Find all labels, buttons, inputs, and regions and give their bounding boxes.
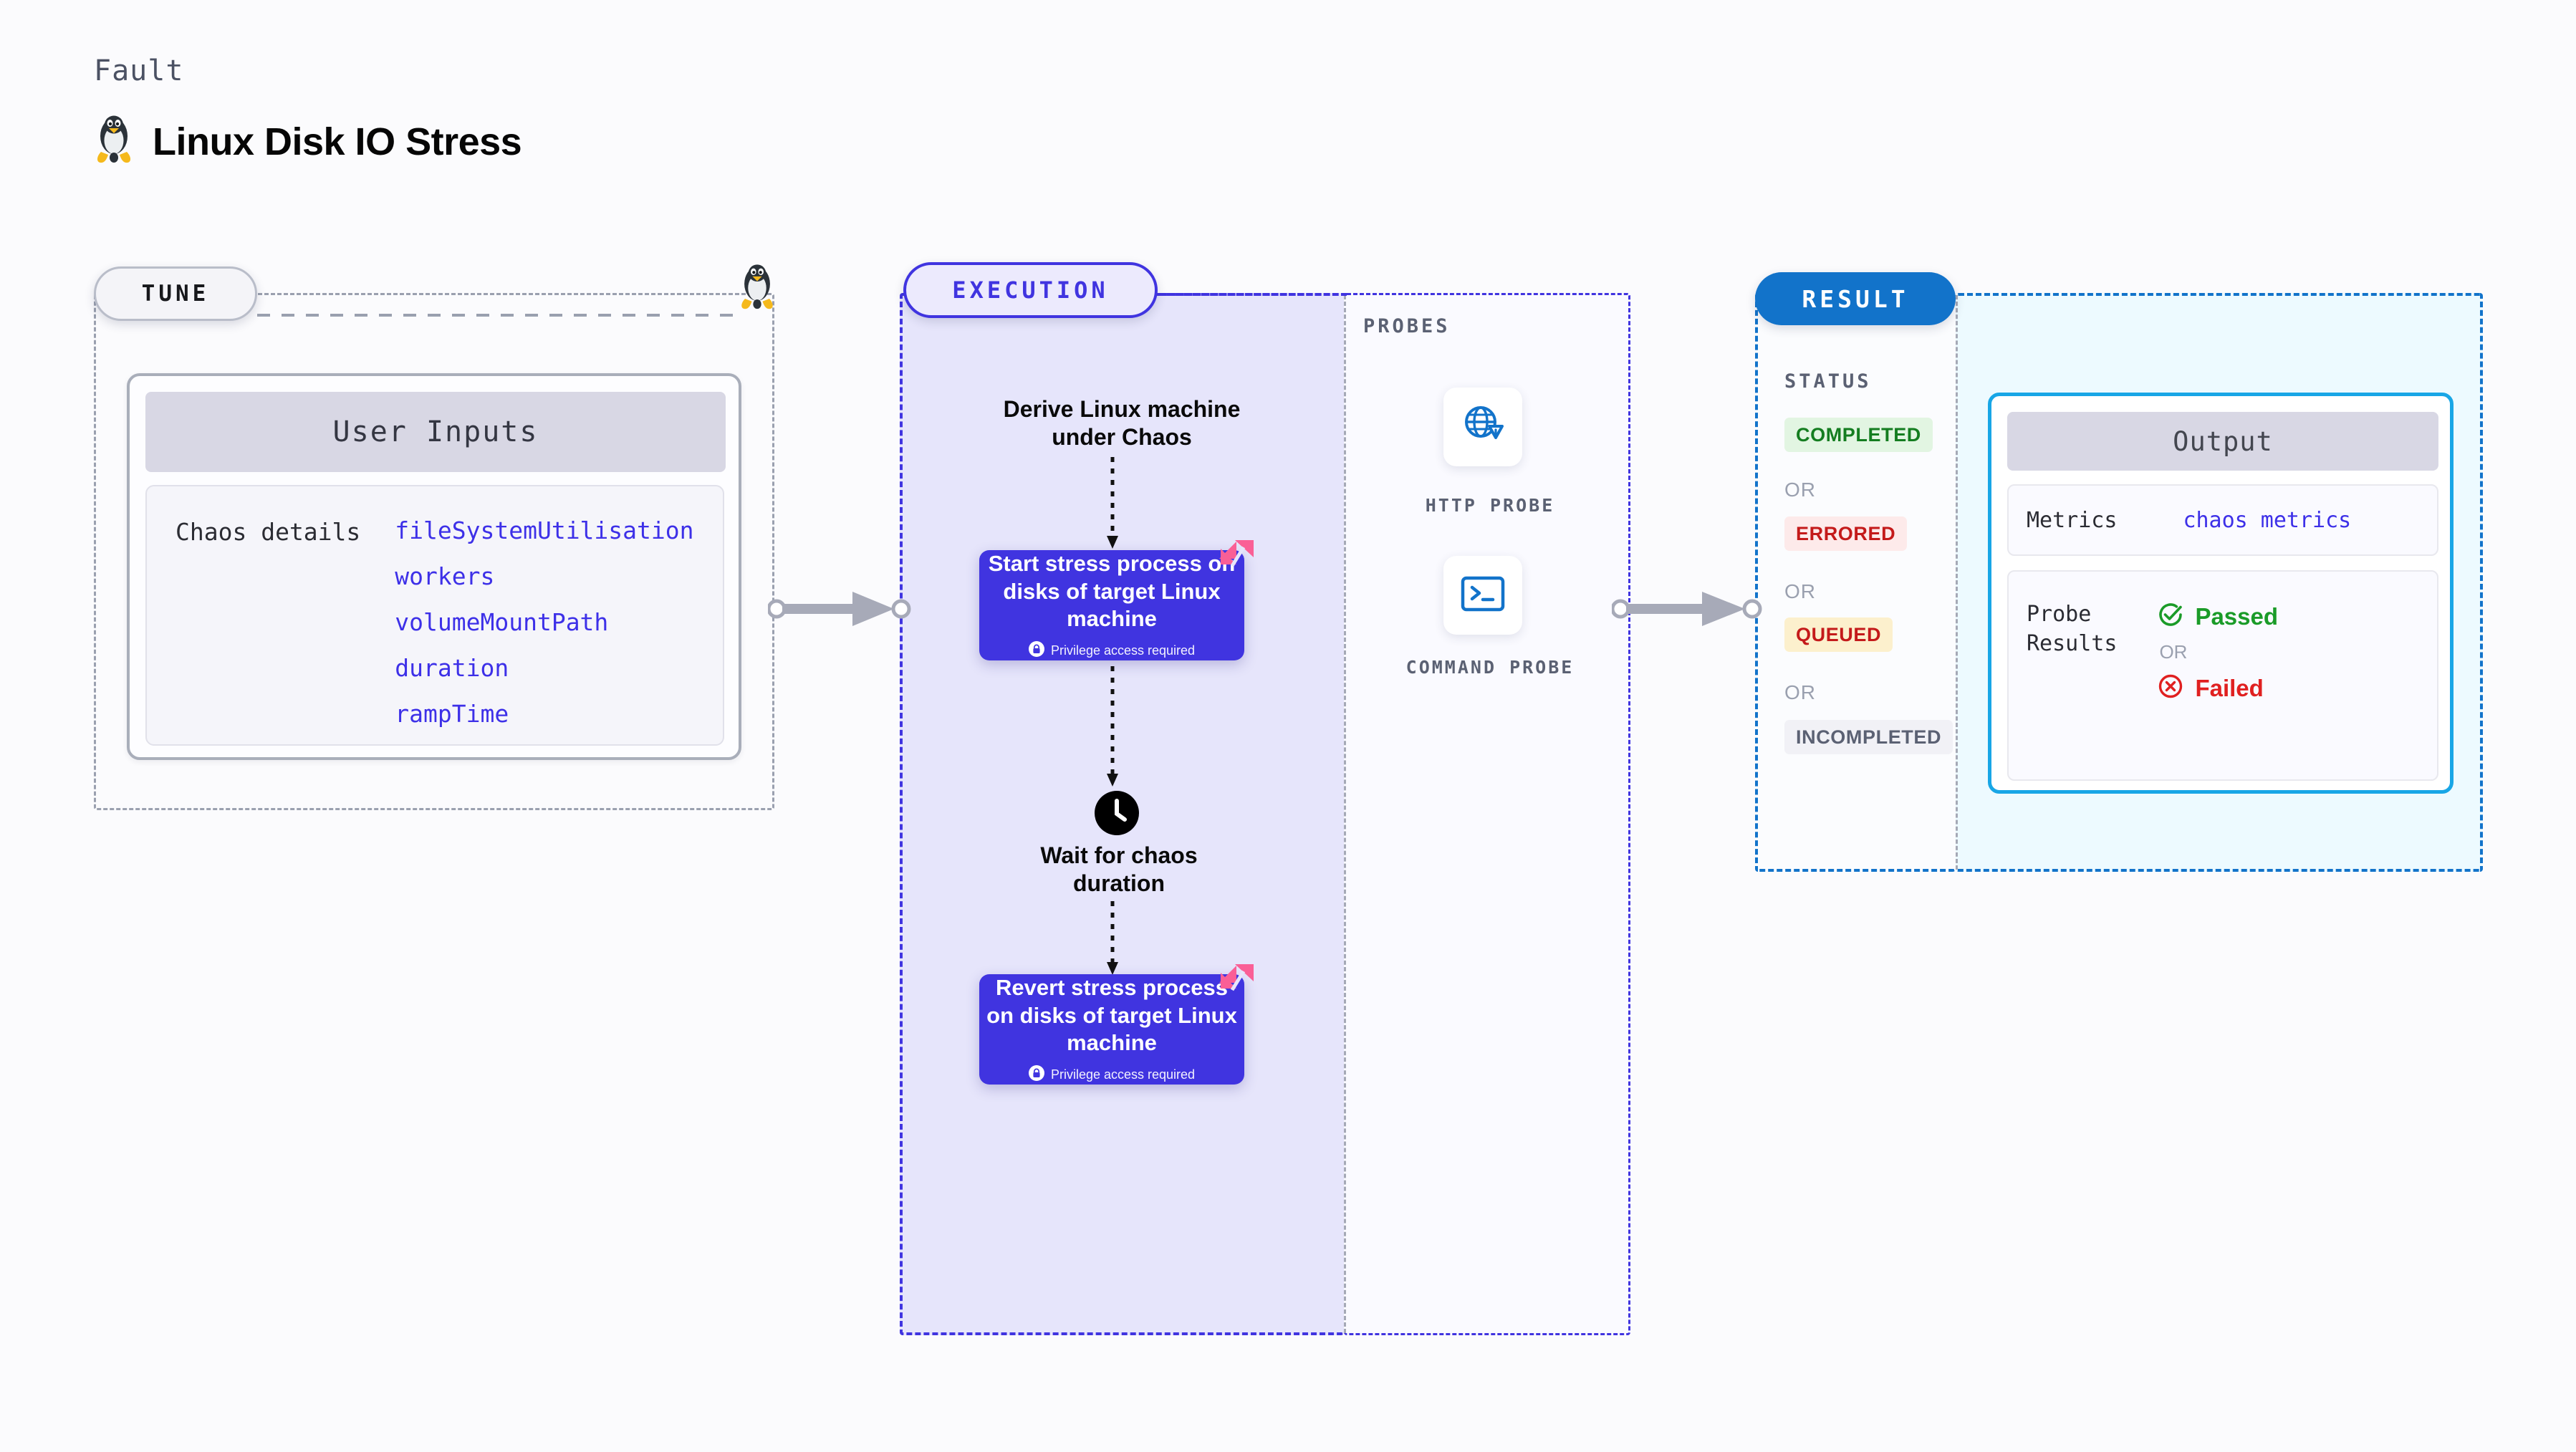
- wait-step-label: Wait for chaos duration: [1040, 842, 1198, 897]
- user-inputs-body: Chaos details fileSystemUtilisation work…: [145, 485, 724, 746]
- lock-icon: [1028, 640, 1044, 660]
- flow-arrow-down: [1107, 901, 1118, 975]
- probes-section-label: PROBES: [1363, 315, 1451, 337]
- tune-pill[interactable]: TUNE: [94, 266, 257, 321]
- status-or-label: OR: [1784, 580, 1816, 602]
- page-eyebrow: Fault: [94, 54, 184, 87]
- execution-to-result-arrow: [1612, 592, 1762, 626]
- probes-lane: [1344, 293, 1630, 1335]
- user-inputs-title: User Inputs: [145, 392, 726, 472]
- litmus-chaos-icon: [1218, 539, 1256, 578]
- probe-results-values: Passed OR Failed: [2156, 600, 2278, 779]
- probe-result-failed: Failed: [2156, 672, 2278, 704]
- check-circle-icon: [2156, 600, 2185, 633]
- terminal-icon: [1461, 575, 1505, 616]
- probe-result-passed-label: Passed: [2195, 602, 2279, 630]
- status-label: STATUS: [1784, 370, 1872, 393]
- metrics-value[interactable]: chaos metrics: [2183, 507, 2352, 533]
- x-circle-icon: [2156, 672, 2185, 704]
- output-probe-results-row: Probe Results Passed OR: [2007, 570, 2438, 781]
- lock-icon: [1028, 1064, 1044, 1085]
- status-badge-incompleted: INCOMPLETED: [1784, 720, 1953, 754]
- linux-penguin-icon: [94, 115, 134, 168]
- tune-lane: [94, 293, 774, 810]
- probe-results-label: Probe Results: [2027, 602, 2118, 656]
- flow-arrow-down: [1107, 666, 1118, 787]
- litmus-chaos-icon: [1218, 963, 1256, 1002]
- output-card: Output Metrics chaos metrics Probe Resul…: [1988, 393, 2454, 794]
- output-metrics-row: Metrics chaos metrics: [2007, 484, 2438, 556]
- chaos-details-label: Chaos details: [176, 518, 361, 546]
- chaos-params-list: fileSystemUtilisation workers volumeMoun…: [395, 516, 693, 744]
- result-lane: [1755, 293, 1956, 872]
- probe-result-or-label: OR: [2159, 641, 2188, 663]
- privilege-note: Privilege access required: [1028, 1064, 1196, 1085]
- linux-penguin-icon: [738, 264, 777, 314]
- privilege-note-label: Privilege access required: [1050, 1067, 1196, 1082]
- chaos-param[interactable]: fileSystemUtilisation: [395, 516, 694, 544]
- page-title-row: Linux Disk IO Stress: [94, 115, 522, 168]
- status-badge-errored: ERRORED: [1784, 516, 1908, 551]
- derive-step-label: Derive Linux machine under Chaos: [1003, 396, 1241, 451]
- chaos-param[interactable]: volumeMountPath: [395, 608, 609, 636]
- command-probe-tile[interactable]: [1443, 556, 1522, 635]
- execution-step-revert[interactable]: Revert stress process on disks of target…: [979, 974, 1244, 1085]
- http-probe-caption: HTTP PROBE: [1425, 495, 1555, 516]
- command-probe-caption: COMMAND PROBE: [1405, 657, 1575, 678]
- user-inputs-card: User Inputs Chaos details fileSystemUtil…: [127, 373, 741, 760]
- chaos-param[interactable]: duration: [395, 654, 509, 682]
- chaos-param[interactable]: workers: [395, 562, 495, 590]
- execution-pill[interactable]: EXECUTION: [903, 262, 1158, 318]
- probe-result-passed: Passed: [2156, 600, 2278, 633]
- tune-to-execution-arrow: [768, 592, 911, 626]
- probe-result-failed-label: Failed: [2195, 674, 2264, 701]
- globe-warning-icon: [1461, 403, 1505, 451]
- privilege-note-label: Privilege access required: [1050, 643, 1196, 658]
- step-title: Start stress process on disks of target …: [988, 551, 1236, 632]
- output-title: Output: [2007, 412, 2438, 471]
- step-title: Revert stress process on disks of target…: [986, 975, 1237, 1056]
- status-or-label: OR: [1784, 479, 1816, 501]
- page-title: Linux Disk IO Stress: [153, 120, 522, 163]
- execution-probes-separator: [1344, 295, 1346, 1333]
- metrics-label: Metrics: [2027, 507, 2118, 533]
- execution-step-start[interactable]: Start stress process on disks of target …: [979, 550, 1244, 660]
- status-badge-completed: COMPLETED: [1784, 418, 1933, 452]
- status-or-label: OR: [1784, 681, 1816, 703]
- clock-icon: [1095, 791, 1139, 839]
- http-probe-tile[interactable]: [1443, 388, 1522, 466]
- execution-top-dashed-edge: [1158, 293, 1347, 296]
- flow-arrow-down: [1107, 457, 1118, 549]
- result-output-separator: [1956, 295, 1958, 870]
- chaos-param[interactable]: rampTime: [395, 700, 509, 728]
- tune-dashed-connector: [257, 314, 739, 317]
- privilege-note: Privilege access required: [1028, 640, 1196, 660]
- result-pill[interactable]: RESULT: [1755, 272, 1956, 325]
- status-badge-queued: QUEUED: [1784, 617, 1893, 652]
